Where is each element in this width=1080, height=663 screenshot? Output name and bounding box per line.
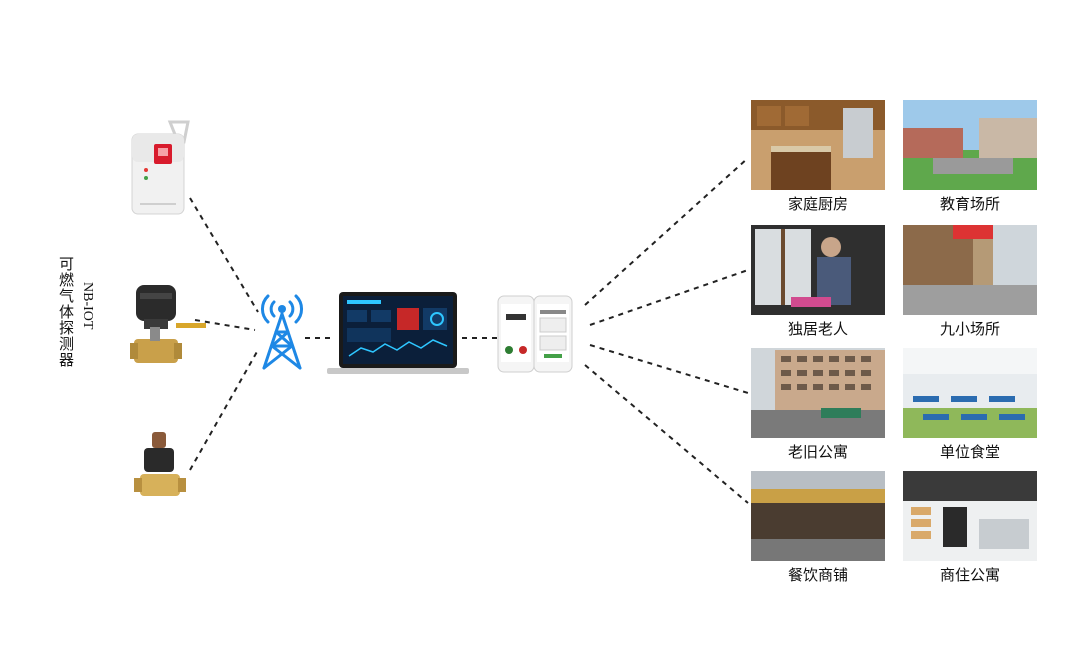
- smartphones-icon: [497, 295, 573, 373]
- scenario-photo-home-kitchen: [751, 100, 885, 190]
- scenario-photo-canteen: [903, 348, 1037, 438]
- device-type-label: 可燃气体探测器: [57, 256, 73, 368]
- scenario-photo-elderly-alone: [751, 225, 885, 315]
- scenario-label: 教育场所: [939, 195, 1000, 213]
- scenario-photo-education: [903, 100, 1037, 190]
- scenario-photo-small-venues: [903, 225, 1037, 315]
- scenario-label: 九小场所: [939, 320, 1000, 338]
- scenario-label: 餐饮商铺: [787, 566, 848, 584]
- link-phone-row2: [589, 269, 749, 326]
- scenario-photo-old-apartments: [751, 348, 885, 438]
- scenario-photo-mixed-apartments: [903, 471, 1037, 561]
- link-valve-tower: [194, 319, 256, 331]
- link-phone-row1: [584, 157, 749, 306]
- link-detector-tower: [189, 197, 259, 313]
- link-phone-row3: [589, 344, 749, 394]
- scenario-label: 家庭厨房: [787, 195, 848, 213]
- scenario-label: 独居老人: [787, 320, 848, 338]
- scenario-photo-restaurants: [751, 471, 885, 561]
- gas-detector-icon: [131, 120, 190, 215]
- link-solenoid-tower: [189, 349, 259, 471]
- scenario-label: 单位食堂: [939, 443, 1000, 461]
- scenario-label: 老旧公寓: [787, 443, 848, 461]
- valve-manipulator-icon: [130, 285, 206, 363]
- cell-tower-icon: [261, 294, 303, 370]
- scenario-label: 商住公寓: [939, 566, 1000, 584]
- solenoid-valve-icon: [134, 432, 186, 496]
- laptop-dashboard-icon: [327, 292, 469, 374]
- network-label: NB-IOT: [80, 282, 95, 330]
- link-phone-row4: [584, 364, 749, 504]
